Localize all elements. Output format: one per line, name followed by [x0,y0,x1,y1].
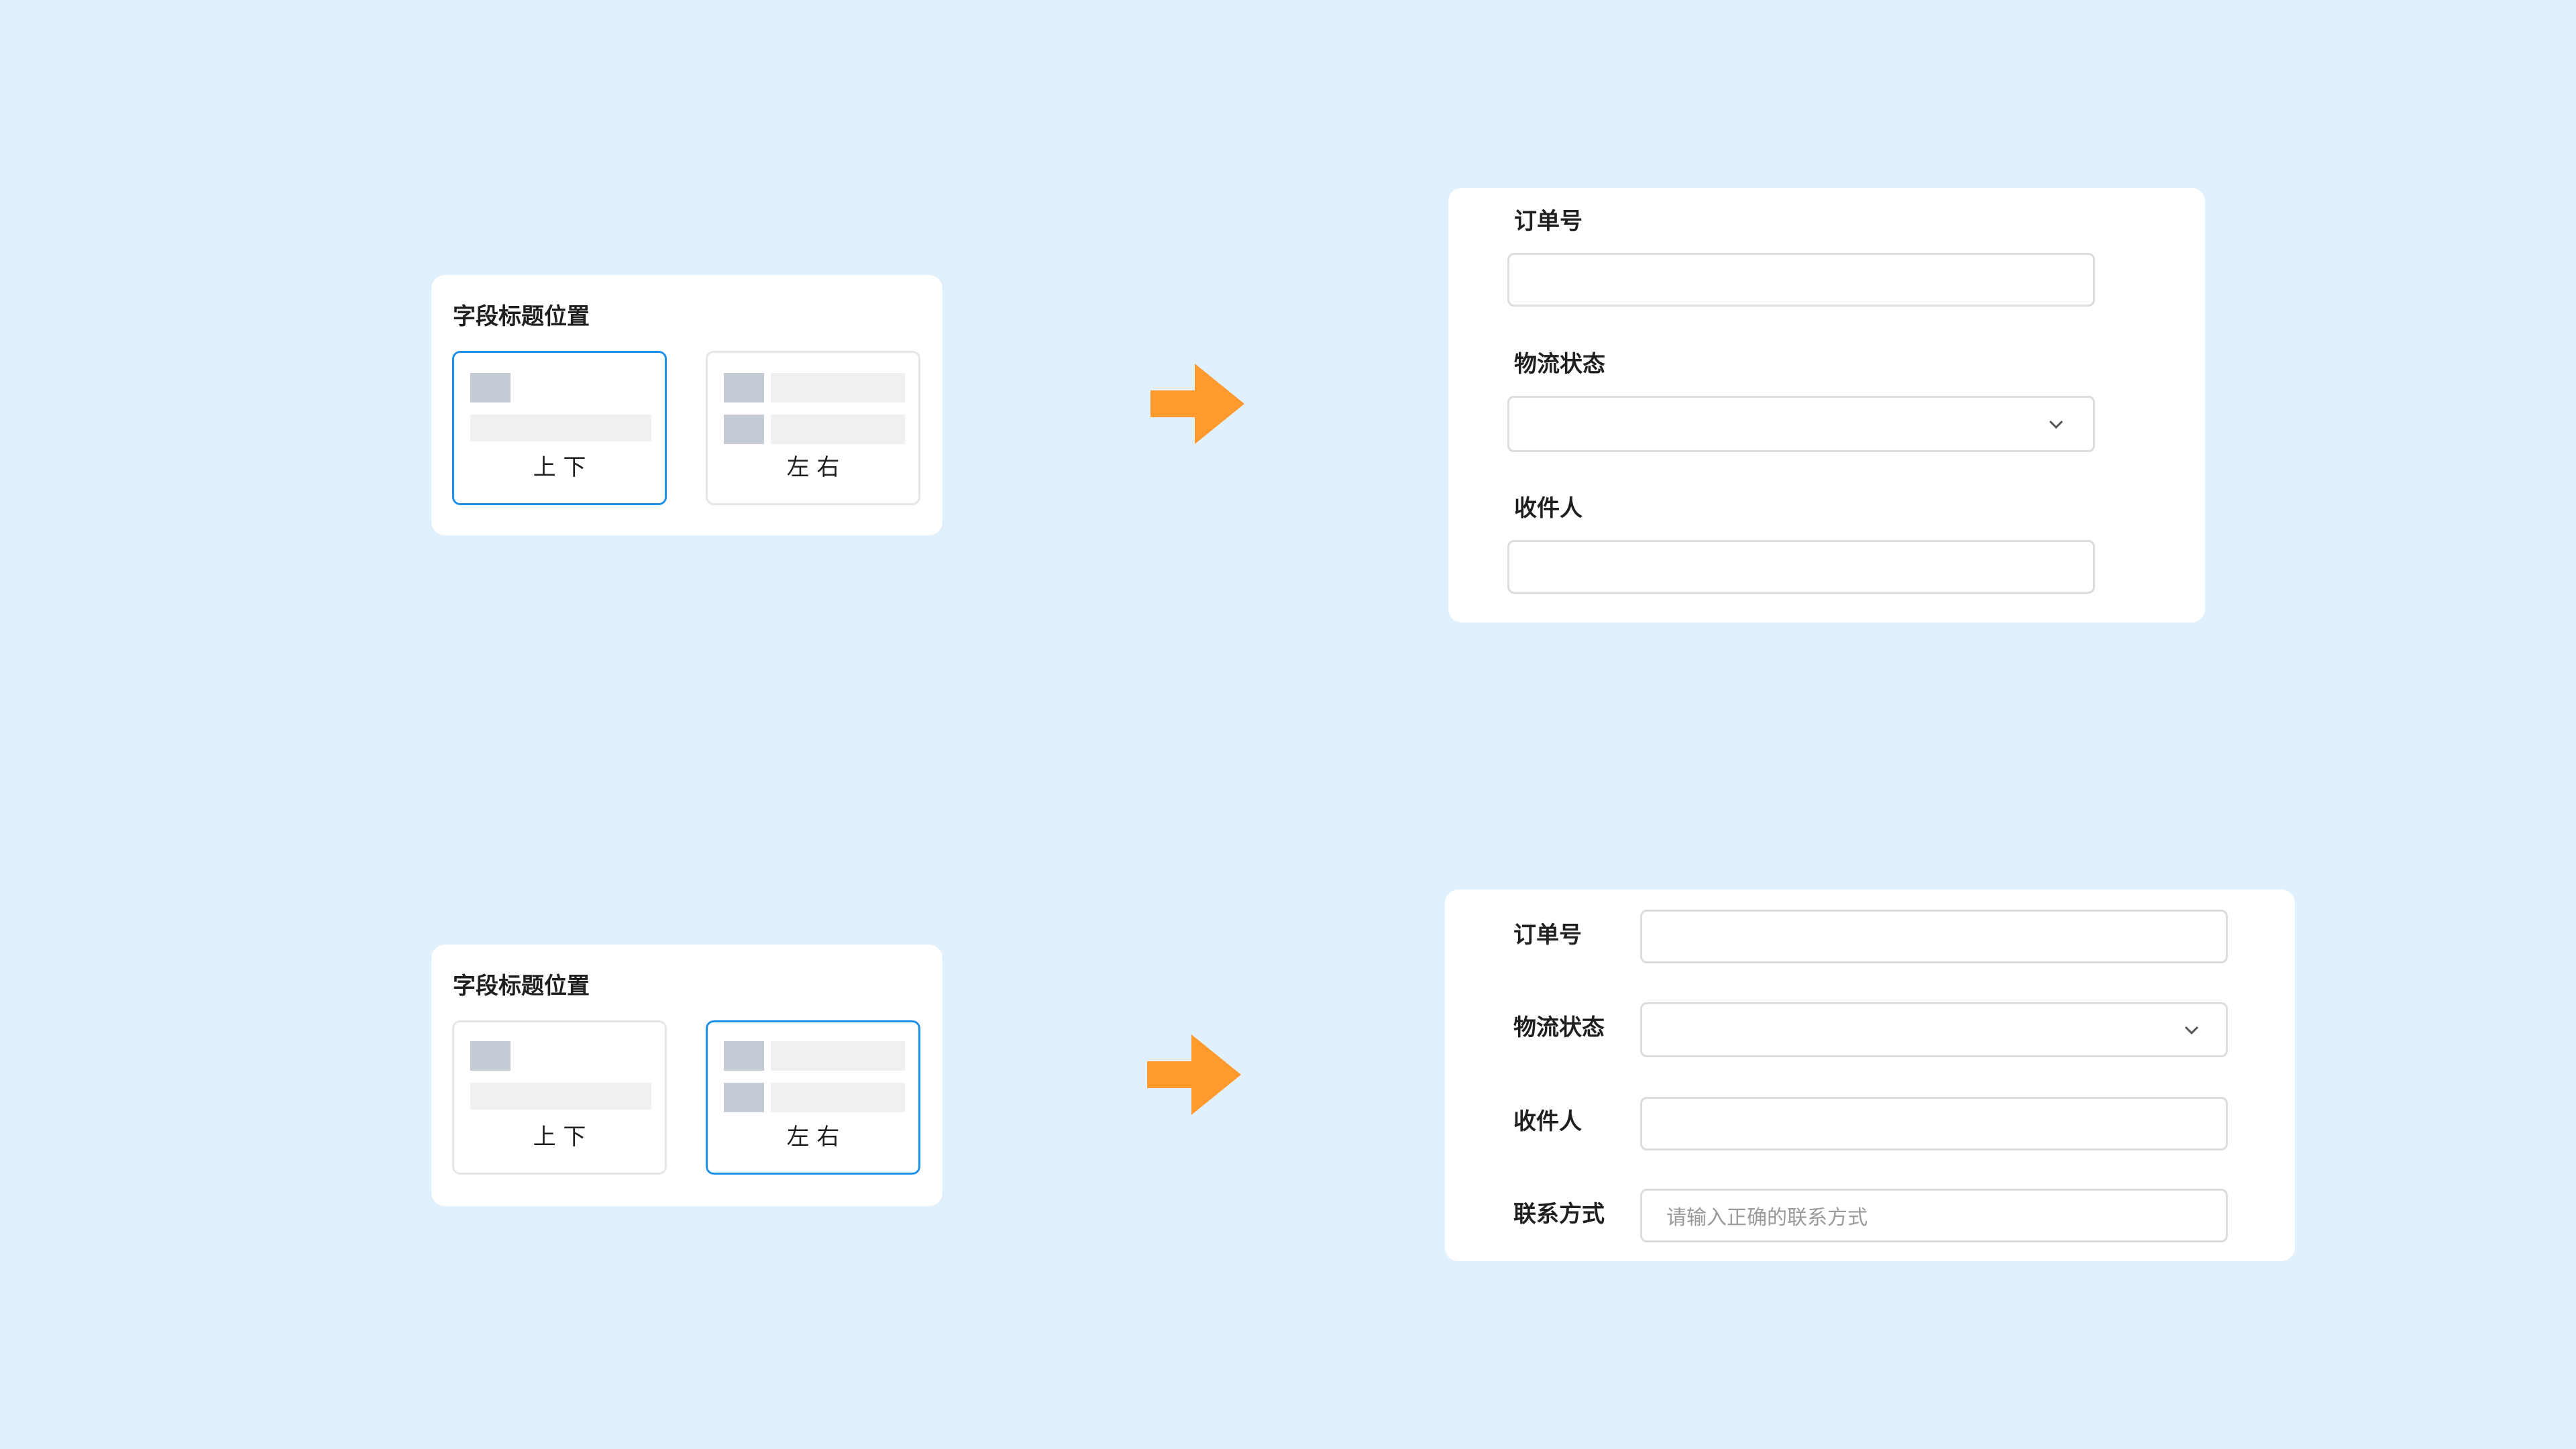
preview-label-block [724,415,764,444]
option-label: 左 右 [786,454,840,481]
chevron-down-icon [2049,420,2063,429]
bottom-setting-panel: 字段标题位置 上 下 左 右 [431,945,943,1206]
preview-label-block [470,373,511,402]
order-number-input[interactable] [1640,910,2228,963]
field-label-contact: 联系方式 [1513,1201,1605,1228]
chevron-down-icon [2184,1026,2199,1035]
option-top-bottom[interactable]: 上 下 [452,1020,667,1175]
preview-input-block [771,1083,905,1112]
horizontal-form-card: 订单号 物流状态 收件人 联系方式 请输入正确的联系方式 [1445,890,2295,1261]
field-label-order-number: 订单号 [1514,208,1582,235]
setting-title: 字段标题位置 [453,303,590,330]
option-left-right[interactable]: 左 右 [706,351,920,505]
field-label-order-number: 订单号 [1513,922,1582,949]
setting-title: 字段标题位置 [453,973,590,1000]
contact-placeholder: 请输入正确的联系方式 [1666,1206,1868,1230]
preview-input-block [470,415,651,441]
preview-label-block [724,373,764,402]
field-label-recipient: 收件人 [1513,1108,1582,1135]
field-label-logistics-status: 物流状态 [1514,351,1605,378]
right-arrow-icon [1147,1034,1241,1115]
contact-input[interactable]: 请输入正确的联系方式 [1640,1189,2228,1242]
preview-label-block [724,1041,764,1071]
preview-input-block [771,415,905,444]
option-top-bottom[interactable]: 上 下 [452,351,667,505]
right-arrow-icon [1150,364,1244,444]
recipient-input[interactable] [1640,1097,2228,1150]
logistics-status-select[interactable] [1640,1002,2228,1057]
preview-input-block [771,373,905,402]
option-label: 上 下 [533,454,586,481]
option-label: 上 下 [533,1124,586,1150]
top-setting-panel: 字段标题位置 上 下 左 右 [431,275,943,535]
field-label-logistics-status: 物流状态 [1513,1014,1605,1041]
logistics-status-select[interactable] [1507,396,2095,452]
preview-input-block [771,1041,905,1071]
order-number-input[interactable] [1507,253,2095,307]
option-label: 左 右 [786,1124,840,1150]
preview-label-block [470,1041,511,1071]
field-label-recipient: 收件人 [1514,495,1582,522]
option-left-right[interactable]: 左 右 [706,1020,920,1175]
preview-input-block [470,1083,651,1110]
preview-label-block [724,1083,764,1112]
recipient-input[interactable] [1507,540,2095,594]
vertical-form-card: 订单号 物流状态 收件人 [1448,188,2205,623]
